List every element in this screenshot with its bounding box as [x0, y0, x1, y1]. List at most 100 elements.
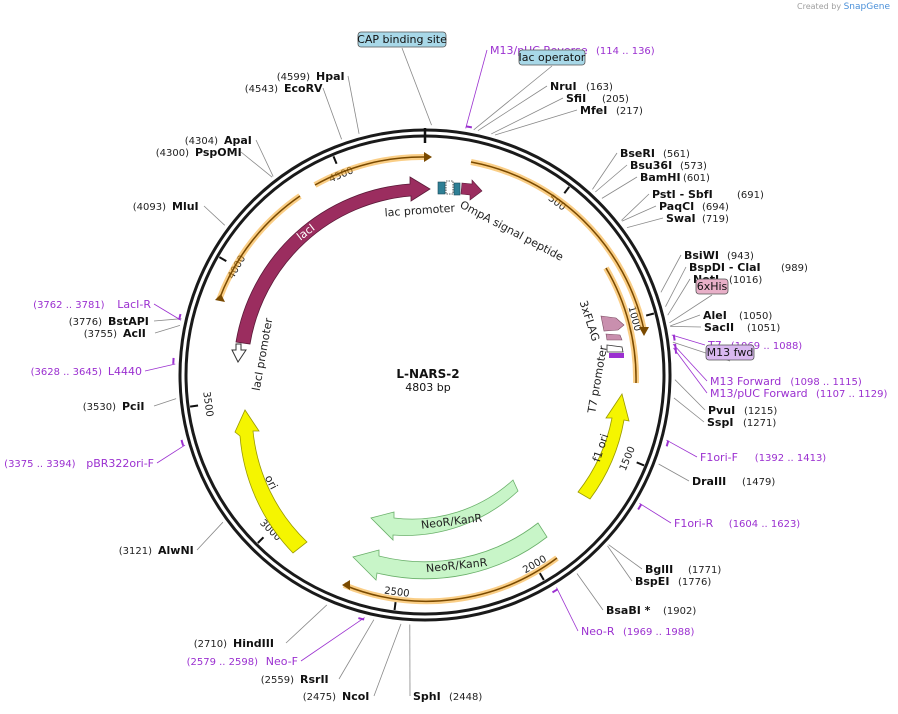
- enzyme-coord: (1215): [744, 406, 777, 417]
- enzyme-name: SfiI: [566, 92, 586, 105]
- ruler-label: 1500: [618, 445, 638, 473]
- enzyme-name: PciI: [122, 400, 144, 413]
- enzyme-site[interactable]: RsrII(2559): [261, 673, 329, 686]
- ruler-tick: [332, 155, 338, 165]
- primer-site[interactable]: F1ori-F(1392 .. 1413): [700, 451, 826, 464]
- enzyme-coord: (2448): [449, 692, 482, 703]
- feature-box[interactable]: M13 fwd: [705, 344, 755, 361]
- leader-line: [658, 463, 690, 482]
- leader-line: [592, 152, 618, 190]
- leader-line: [621, 205, 657, 222]
- enzyme-coord: (694): [702, 202, 729, 213]
- primer-site[interactable]: M13/pUC Forward(1107 .. 1129): [710, 387, 888, 400]
- enzyme-site[interactable]: BsaBI *(1902): [606, 604, 696, 617]
- label-lac-promoter: lac promoter: [384, 202, 456, 220]
- enzyme-site[interactable]: PvuI(1215): [708, 404, 777, 417]
- leader-line: [373, 623, 402, 697]
- primer-site[interactable]: M13 Forward(1098 .. 1115): [710, 375, 862, 388]
- enzyme-site[interactable]: SphI(2448): [413, 690, 482, 703]
- enzyme-name: ApaI: [224, 134, 252, 147]
- enzyme-site[interactable]: PstI - SbfI(691): [652, 188, 764, 201]
- leader-line: [669, 294, 713, 324]
- primer-mark: [672, 334, 676, 341]
- ruler-tick: [257, 536, 265, 544]
- enzyme-coord: (1479): [742, 477, 775, 488]
- primer-site[interactable]: pBR322ori-F(3375 .. 3394): [4, 457, 154, 470]
- enzyme-coord: (719): [702, 214, 729, 225]
- primer-name: M13/pUC Forward: [710, 387, 808, 400]
- enzyme-site[interactable]: PciI (3530): [83, 400, 145, 413]
- leader-line: [240, 151, 273, 178]
- enzyme-site[interactable]: DraIII(1479): [692, 475, 775, 488]
- leader-line: [322, 87, 342, 140]
- primer-site[interactable]: LacI-R(3762 .. 3781): [33, 298, 151, 311]
- enzyme-site[interactable]: SfiI(205): [566, 92, 629, 105]
- label-flag: 3xFLAG: [577, 299, 602, 343]
- enzyme-name: AleI: [703, 309, 727, 322]
- primer-marks: [172, 125, 678, 621]
- enzyme-site[interactable]: NruI(163): [550, 80, 613, 93]
- leader-line: [666, 439, 698, 458]
- orange-arrowhead-right: [639, 327, 649, 336]
- primer-mark: [178, 313, 182, 321]
- leader-line: [255, 139, 274, 177]
- primer-site[interactable]: L4440(3628 .. 3645): [31, 365, 142, 378]
- enzyme-site[interactable]: HpaI(4599): [277, 70, 345, 83]
- feature-box[interactable]: lac operator: [518, 49, 586, 66]
- enzyme-site[interactable]: ApaI(4304): [185, 134, 252, 147]
- enzyme-site[interactable]: HindIII(2710): [194, 637, 274, 650]
- ruler-label: 3500: [200, 391, 214, 418]
- leader-line: [473, 65, 553, 131]
- primer-mark: [665, 440, 670, 447]
- enzyme-site[interactable]: AclI(3755): [84, 327, 146, 340]
- feature-box[interactable]: CAP binding site: [357, 31, 447, 48]
- enzyme-site[interactable]: NcoI(2475): [303, 690, 370, 703]
- enzyme-site[interactable]: AleI(1050): [703, 309, 772, 322]
- enzyme-site[interactable]: BstAPI(3776): [69, 315, 149, 328]
- feature-box-frame: [705, 344, 755, 361]
- enzyme-site[interactable]: BspEI(1776): [635, 575, 711, 588]
- enzyme-site[interactable]: BamHI(601): [640, 171, 710, 184]
- enzyme-coord: (3530): [83, 402, 116, 413]
- primer-coord: (3762 .. 3781): [33, 300, 105, 311]
- credit-brand: SnapGene: [843, 2, 890, 12]
- neor-arrow-2: [352, 522, 548, 581]
- enzyme-site[interactable]: BsiWI(943): [684, 249, 754, 262]
- plasmid-length: 4803 bp: [405, 381, 450, 394]
- enzyme-site[interactable]: SspI(1271): [707, 416, 776, 429]
- flag-arrow: [600, 315, 625, 332]
- enzyme-site[interactable]: MluI(4093): [133, 200, 199, 213]
- orange-arc-left-line: [218, 195, 301, 301]
- enzyme-site[interactable]: BglII(1771): [645, 563, 721, 576]
- feature-box-frame: [695, 278, 729, 295]
- enzyme-coord: (573): [680, 161, 707, 172]
- feature-box[interactable]: 6xHis: [695, 278, 729, 295]
- enzyme-site[interactable]: PaqCI(694): [659, 200, 729, 213]
- primer-site[interactable]: Neo-F(2579 .. 2598): [187, 655, 298, 668]
- feature-box-label: CAP binding site: [357, 33, 447, 46]
- enzyme-site[interactable]: Bsu36I(573): [630, 159, 707, 172]
- primer-coord: (3375 .. 3394): [4, 459, 76, 470]
- leader-line: [671, 334, 706, 346]
- leader-line: [196, 521, 224, 551]
- m13-primer-bar: [609, 353, 624, 358]
- enzyme-site[interactable]: PspOMI(4300): [156, 146, 242, 159]
- primer-mark: [465, 125, 473, 129]
- enzyme-site[interactable]: BseRI(561): [620, 147, 690, 160]
- orange-arc-right: [470, 159, 647, 331]
- feature-box-label: 6xHis: [697, 280, 728, 293]
- enzyme-site[interactable]: SwaI(719): [666, 212, 729, 225]
- primer-site[interactable]: Neo-R(1969 .. 1988): [581, 625, 695, 638]
- leader-line: [401, 47, 432, 126]
- enzyme-site[interactable]: EcoRV(4543): [245, 82, 323, 95]
- enzyme-site[interactable]: AlwNI(3121): [119, 544, 194, 557]
- enzyme-site[interactable]: SacII(1051): [704, 321, 780, 334]
- label-t7-promoter: T7 promoter: [585, 344, 610, 415]
- primer-site[interactable]: F1ori-R(1604 .. 1623): [674, 517, 800, 530]
- ruler-tick: [189, 404, 199, 408]
- enzyme-site[interactable]: BspDI - ClaI(989): [689, 261, 808, 274]
- leader-line: [660, 254, 682, 293]
- orange-arc-top-left-line: [314, 156, 425, 186]
- enzyme-site[interactable]: MfeI(217): [580, 104, 643, 117]
